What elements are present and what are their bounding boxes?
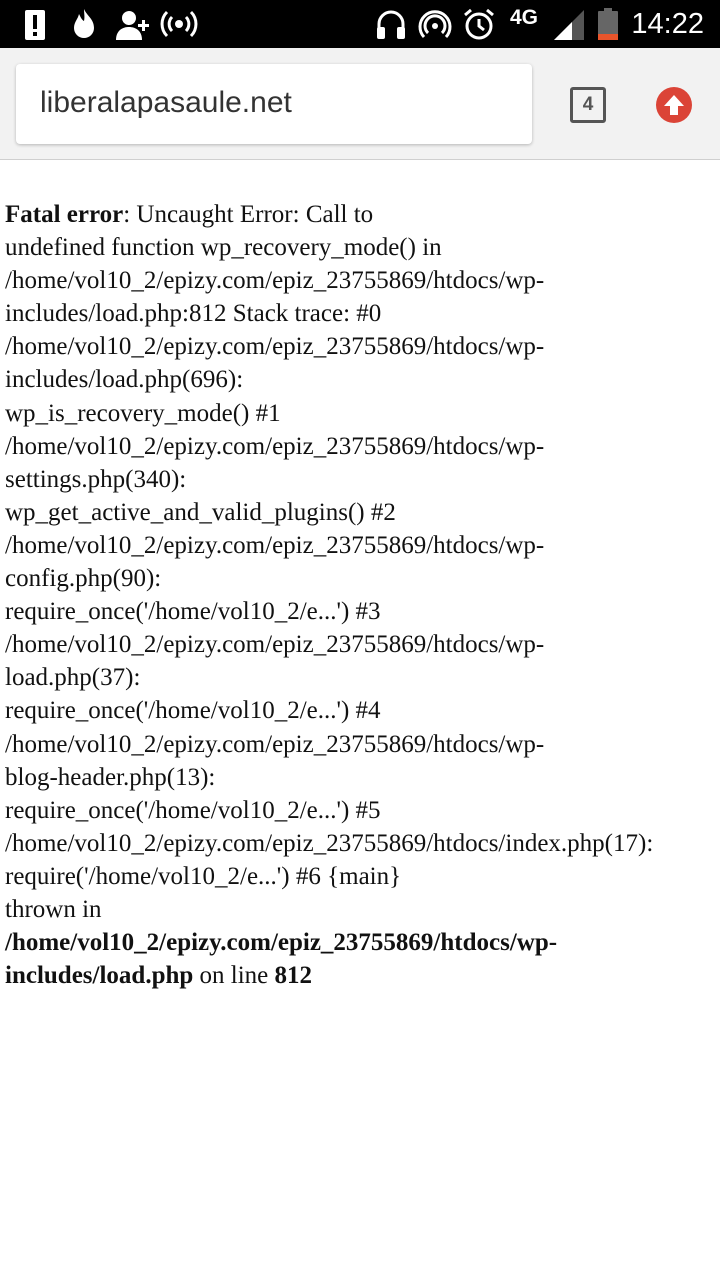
error-message: Fatal error: Uncaught Error: Call to und…	[5, 198, 719, 992]
address-bar[interactable]: liberalapasaule.net	[16, 64, 532, 144]
error-line: /home/vol10_2/epizy.com/epiz_23755869/ht…	[5, 267, 545, 295]
error-line: /home/vol10_2/epizy.com/epiz_23755869/ht…	[5, 730, 545, 758]
error-line: require_once('/home/vol10_2/e...') #3	[5, 598, 381, 626]
clock: 14:22	[631, 8, 704, 40]
error-line: load.php(37):	[5, 664, 141, 692]
network-type-label: 4G	[510, 6, 539, 29]
url-text: liberalapasaule.net	[40, 86, 292, 119]
error-line: /home/vol10_2/epizy.com/epiz_23755869/ht…	[5, 333, 545, 361]
error-line: require('/home/vol10_2/e...') #6 {main}	[5, 862, 402, 890]
error-file-path: /home/vol10_2/epizy.com/epiz_23755869/ht…	[5, 929, 558, 957]
tab-count: 4	[582, 94, 594, 115]
error-line: /home/vol10_2/epizy.com/epiz_23755869/ht…	[5, 432, 545, 460]
error-line-number: 812	[274, 962, 313, 990]
error-line: includes/load.php:812 Stack trace: #0	[5, 300, 382, 328]
arrow-up-icon	[664, 95, 684, 115]
error-line: blog-header.php(13):	[5, 763, 216, 791]
error-line: undefined function wp_recovery_mode() in	[5, 234, 442, 262]
error-line: require_once('/home/vol10_2/e...') #4	[5, 697, 381, 725]
alarm-icon	[464, 8, 494, 40]
radio-tower-icon	[418, 10, 452, 39]
error-line: includes/load.php on line 812	[5, 962, 313, 990]
error-line: /home/vol10_2/epizy.com/epiz_23755869/ht…	[5, 531, 545, 559]
alert-icon	[25, 10, 45, 40]
flame-icon	[74, 9, 94, 38]
error-line: settings.php(340):	[5, 465, 187, 493]
error-file-name: includes/load.php	[5, 962, 194, 990]
add-person-icon	[116, 11, 149, 40]
update-button[interactable]	[656, 87, 692, 123]
error-line: config.php(90):	[5, 565, 162, 593]
error-line: wp_is_recovery_mode() #1	[5, 399, 281, 427]
headphones-icon	[377, 10, 405, 39]
error-line: require_once('/home/vol10_2/e...') #5	[5, 796, 381, 824]
battery-icon	[598, 8, 618, 40]
error-line: Fatal error: Uncaught Error: Call to	[5, 201, 374, 228]
error-line: includes/load.php(696):	[5, 366, 244, 394]
error-line: thrown in	[5, 895, 102, 923]
tab-switcher-button[interactable]: 4	[570, 87, 606, 123]
error-label: Fatal error	[5, 201, 124, 228]
signal-icon	[554, 10, 584, 40]
browser-toolbar: liberalapasaule.net 4	[0, 48, 720, 160]
error-line: /home/vol10_2/epizy.com/epiz_23755869/ht…	[5, 829, 654, 857]
status-bar: 4G 14:22	[0, 0, 720, 48]
hotspot-icon	[160, 10, 198, 38]
error-line: /home/vol10_2/epizy.com/epiz_23755869/ht…	[5, 631, 545, 659]
error-line: wp_get_active_and_valid_plugins() #2	[5, 498, 396, 526]
